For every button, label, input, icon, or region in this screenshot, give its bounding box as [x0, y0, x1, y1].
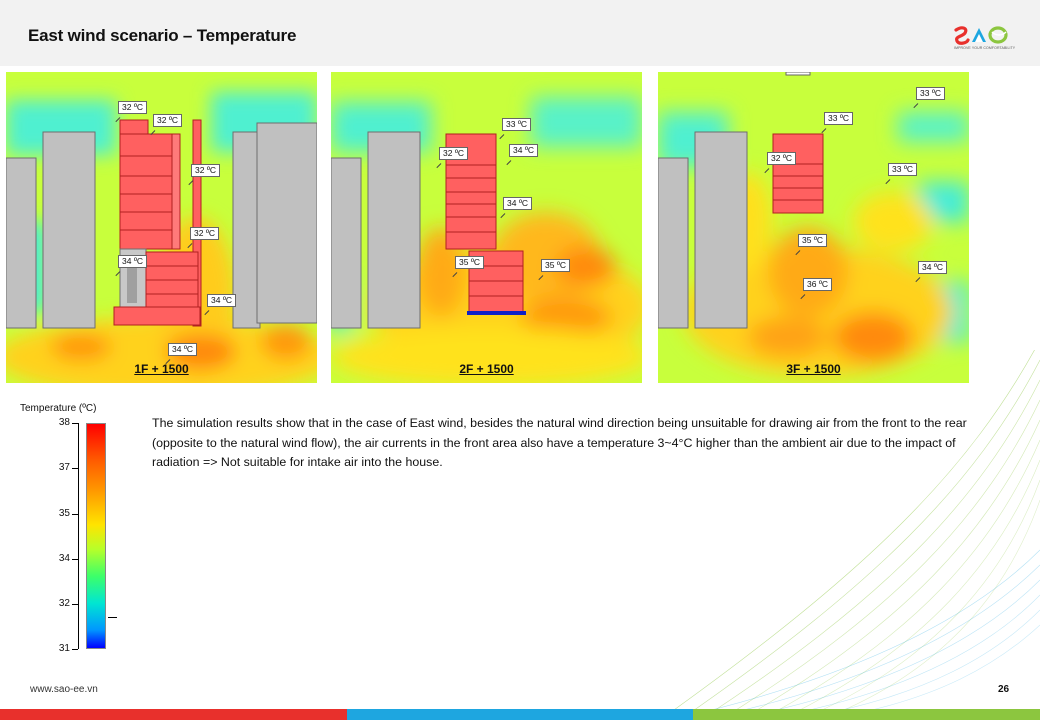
temp-label: 32 ºC	[191, 164, 221, 177]
temp-label: 34 ºC	[509, 144, 539, 157]
temp-label: 35 ºC	[798, 234, 828, 247]
header-bar	[0, 0, 1040, 66]
stripe-blue	[347, 709, 693, 720]
legend-marker	[108, 617, 117, 618]
legend-tick	[72, 514, 78, 515]
panel-caption: 2F + 1500	[459, 362, 514, 376]
logo-tagline: IMPROVE YOUR COMFORTABILITY	[954, 46, 1016, 50]
legend-tick	[72, 559, 78, 560]
stripe-red	[0, 709, 347, 720]
temperature-map-1f	[6, 72, 317, 383]
panel-caption: 1F + 1500	[134, 362, 189, 376]
legend-label: 38	[58, 417, 70, 428]
panel-caption: 3F + 1500	[786, 362, 841, 376]
temp-label: 34 ºC	[918, 261, 948, 274]
simulation-panel-2f: 33 ºC 32 ºC 34 ºC 34 ºC 35 ºC 35 ºC 2F +…	[331, 72, 642, 383]
simulation-panel-3f: 33 ºC 33 ºC 32 ºC 33 ºC 35 ºC 34 ºC 36 º…	[658, 72, 969, 383]
slide-title: East wind scenario – Temperature	[28, 26, 297, 45]
legend-label: 34	[58, 553, 70, 564]
legend-axis	[78, 423, 79, 649]
legend-label: 37	[58, 462, 70, 473]
temp-label: 32 ºC	[767, 152, 797, 165]
footer-url[interactable]: www.sao-ee.vn	[30, 684, 98, 695]
temp-label: 32 ºC	[439, 147, 469, 160]
temp-label: 32 ºC	[118, 101, 148, 114]
stripe-green	[693, 709, 1040, 720]
temp-label: 33 ºC	[502, 118, 532, 131]
temp-label: 33 ºC	[888, 163, 918, 176]
temp-label: 32 ºC	[153, 114, 183, 127]
temperature-map-3f	[658, 72, 969, 383]
temp-label: 34 ºC	[503, 197, 533, 210]
legend-color-bar	[86, 423, 106, 649]
legend-label: 31	[58, 643, 70, 654]
legend-label: 32	[58, 598, 70, 609]
legend-tick	[72, 468, 78, 469]
temperature-map-2f	[331, 72, 642, 383]
page-number: 26	[998, 684, 1010, 695]
temp-label: 33 ºC	[824, 112, 854, 125]
temp-label: 36 ºC	[803, 278, 833, 291]
temp-label: 34 ºC	[168, 343, 198, 356]
temp-label: 33 ºC	[916, 87, 946, 100]
temp-label: 34 ºC	[118, 255, 148, 268]
decorative-swoosh	[659, 350, 1040, 720]
legend-title: Temperature (ºC)	[20, 403, 97, 414]
temp-label: 34 ºC	[207, 294, 237, 307]
description-text: The simulation results show that in the …	[152, 416, 967, 469]
simulation-panel-1f: 32 ºC 32 ºC 32 ºC 32 ºC 34 ºC 34 ºC 34 º…	[6, 72, 317, 383]
temp-label: 35 ºC	[455, 256, 485, 269]
sao-logo	[954, 26, 1008, 45]
temp-label: 32 ºC	[190, 227, 220, 240]
legend-tick	[72, 423, 78, 424]
temperature-legend: Temperature (ºC) 38 37 35 34 32 31	[12, 398, 132, 660]
legend-tick	[72, 604, 78, 605]
legend-tick	[72, 649, 78, 650]
legend-label: 35	[58, 508, 70, 519]
temp-label: 35 ºC	[541, 259, 571, 272]
